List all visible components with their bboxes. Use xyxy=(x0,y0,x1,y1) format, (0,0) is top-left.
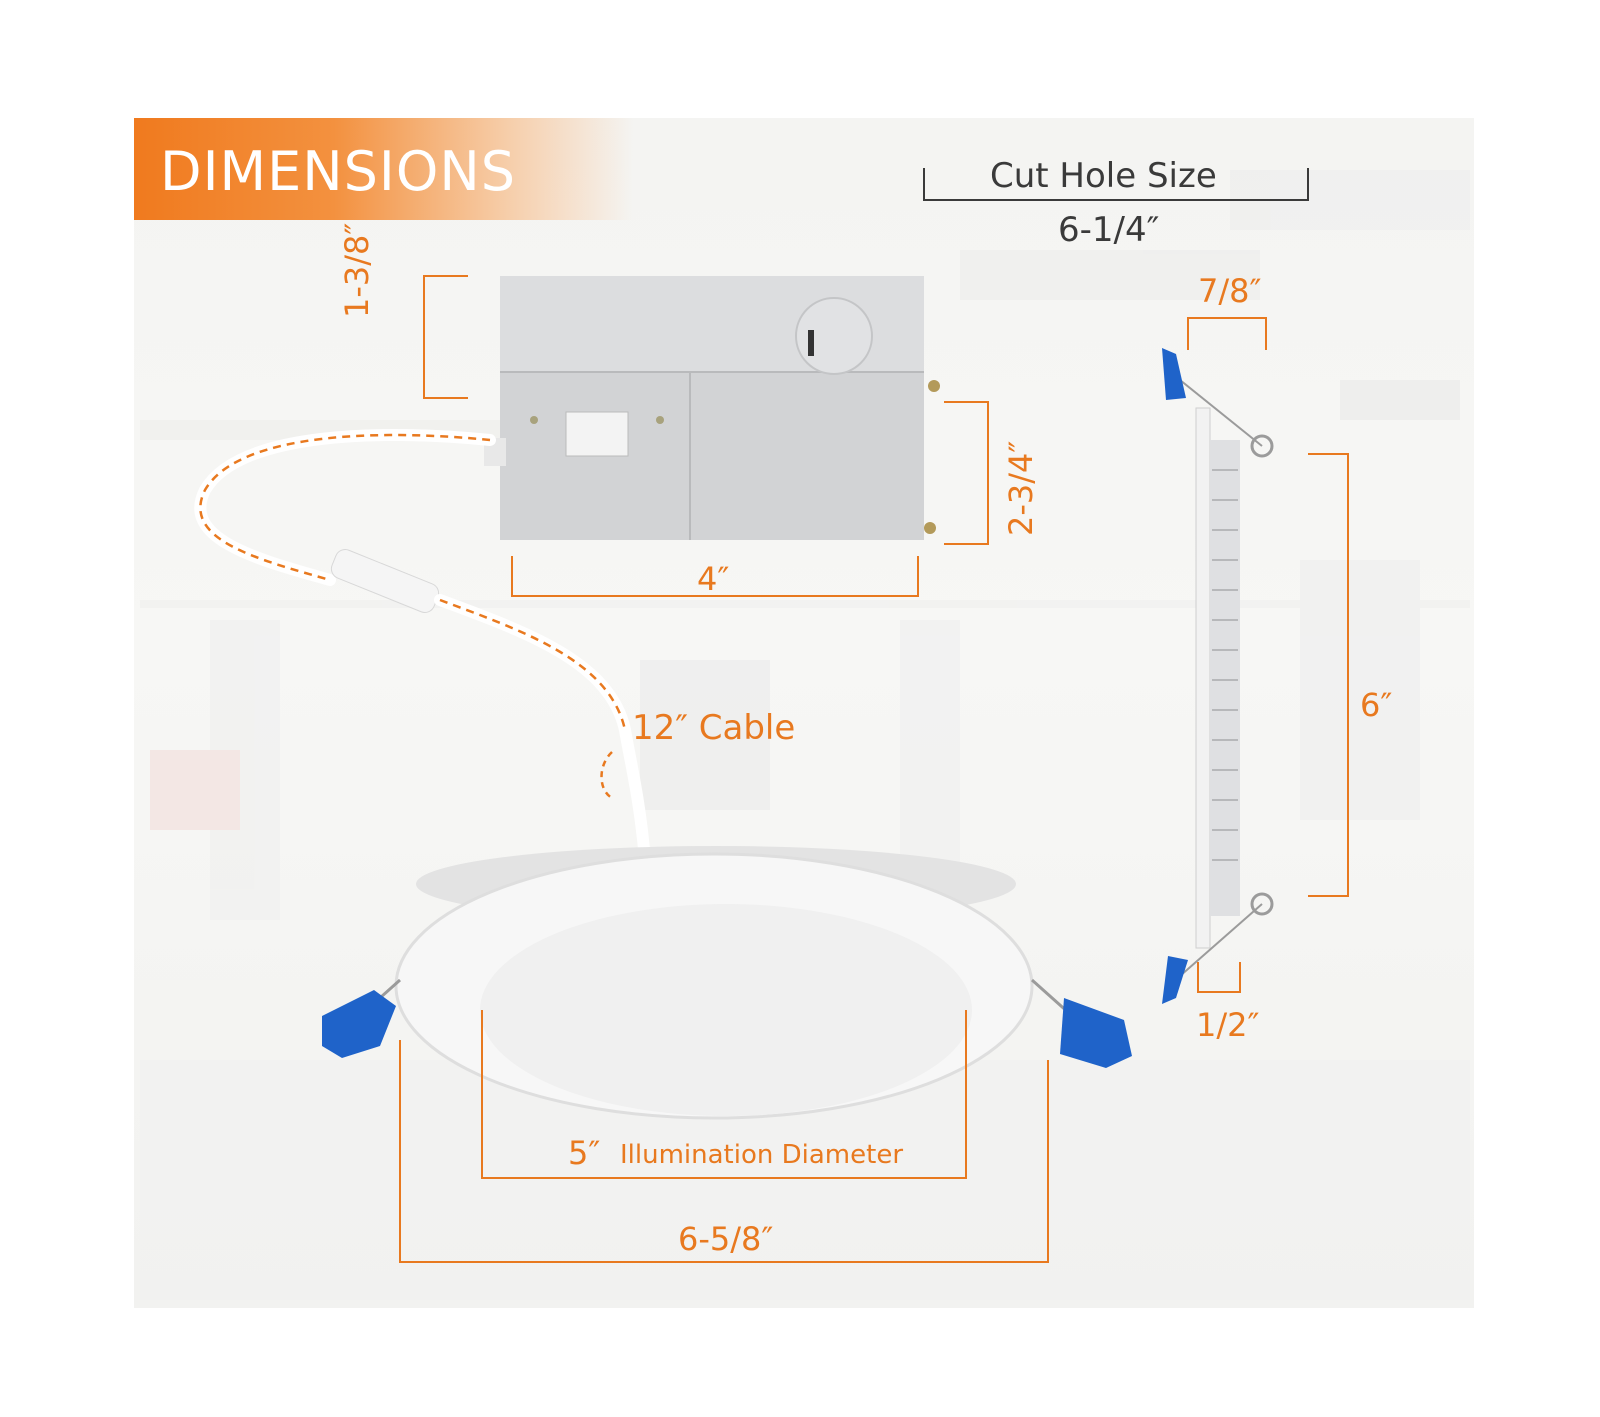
cable-length-label: 12″ Cable xyxy=(632,708,796,748)
side-profile-height-label: 6″ xyxy=(1360,686,1393,724)
illumination-diameter-text: Illumination Diameter xyxy=(620,1140,904,1170)
illumination-diameter-value: 5″ xyxy=(568,1134,601,1172)
overall-diameter-label: 6-5/8″ xyxy=(678,1220,774,1258)
side-profile-bottom-label: 1/2″ xyxy=(1196,1006,1260,1044)
title-banner xyxy=(134,118,634,220)
cut-hole-value: 6-1/4″ xyxy=(1058,210,1160,250)
side-profile-top-label: 7/8″ xyxy=(1198,272,1262,310)
page-title: DIMENSIONS xyxy=(160,140,516,203)
driver-box-width-label: 4″ xyxy=(697,560,730,598)
cut-hole-label: Cut Hole Size xyxy=(990,156,1217,196)
